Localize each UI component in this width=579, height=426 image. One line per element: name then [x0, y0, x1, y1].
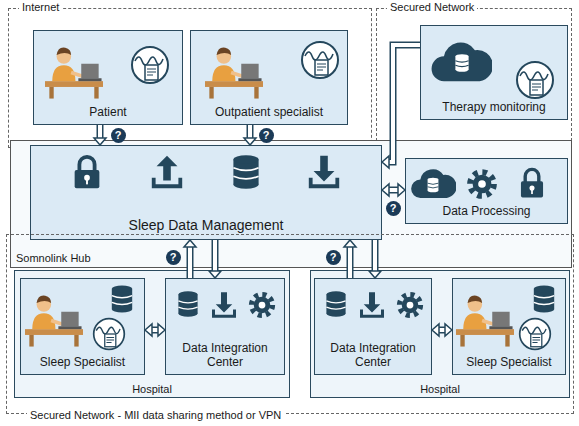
arrow-shaft-core	[188, 247, 192, 279]
node-label: Outpatient specialist	[193, 106, 345, 120]
node-label: Sleep Specialist	[455, 356, 563, 370]
node-label: Sleep Specialist	[23, 356, 142, 370]
node-label: Data Integration Center	[317, 342, 429, 370]
arrow-shaft-core	[213, 240, 217, 272]
node-label: Secured Network	[387, 1, 477, 13]
node-label: Somnolink Hub	[16, 252, 91, 264]
arrow-shaft	[212, 240, 219, 272]
node-label: Therapy monitoring	[423, 101, 565, 115]
arrow-shaft-core	[248, 125, 252, 139]
arrow-shaft-core	[98, 125, 102, 139]
arrow-shaft-core	[373, 240, 377, 272]
arrow-shaft	[389, 187, 399, 194]
node-label: Internet	[19, 1, 62, 13]
callout-number: ?	[326, 250, 341, 265]
node-label: Sleep Data Management	[33, 217, 379, 233]
callout-number: ?	[386, 201, 401, 216]
node-label: Data Integration Center	[168, 342, 282, 370]
node-label: Hospital	[311, 383, 569, 395]
arrow-shaft-core	[348, 247, 352, 279]
node-label: Patient	[36, 106, 180, 120]
callout-number: ?	[259, 128, 274, 143]
node-label: Hospital	[15, 383, 289, 395]
node-label: Data Processing	[408, 205, 565, 219]
callout-number: ?	[166, 250, 181, 265]
arrow-shaft	[97, 125, 104, 139]
arrow-shaft	[247, 125, 254, 139]
node-label: Secured Network - MII data sharing metho…	[27, 409, 284, 421]
arrow-shaft	[187, 247, 194, 279]
arrow-shaft	[372, 240, 379, 272]
arrow-shaft-core	[389, 188, 399, 192]
arrow-shaft	[347, 247, 354, 279]
callout-number: ?	[111, 128, 126, 143]
